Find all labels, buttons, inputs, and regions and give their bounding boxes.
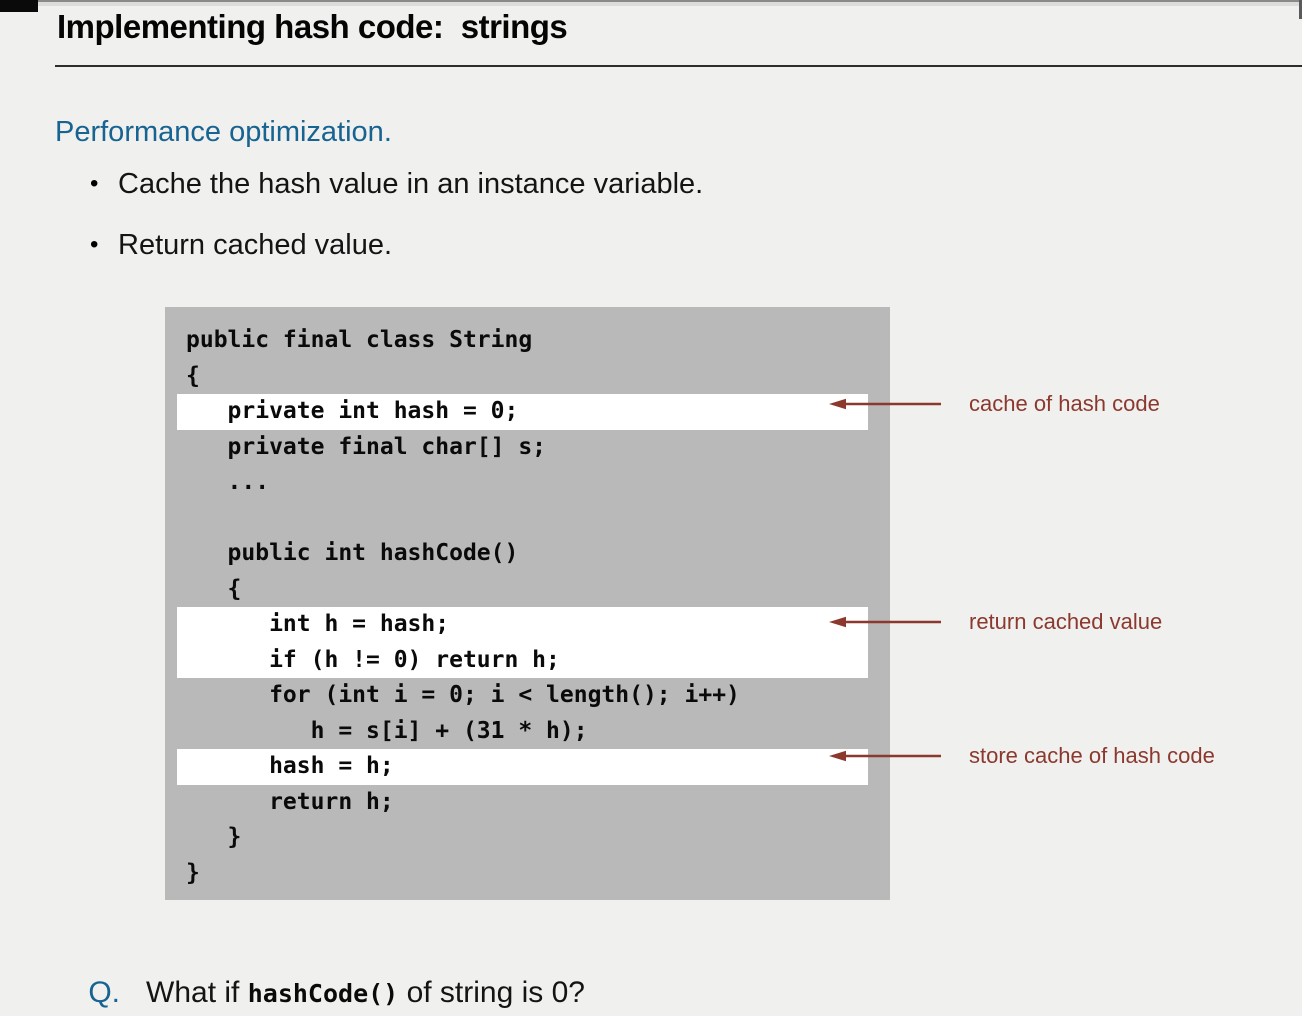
bullet-dot: • (90, 170, 99, 197)
code-line: private final char[] s; (186, 433, 547, 460)
code-lines: public final class String { private int h… (177, 323, 868, 891)
annotation: store cache of hash code (829, 738, 1215, 774)
code-line: h = s[i] + (31 * h); (186, 717, 588, 744)
window-corner-artifact (0, 0, 38, 12)
question-code-token: hashCode() (247, 979, 399, 1008)
annotation: return cached value (829, 604, 1162, 640)
annotation-label: return cached value (969, 609, 1163, 634)
code-line: for (int i = 0; i < length(); i++) (186, 682, 740, 708)
bullet-item: • Return cached value. (90, 229, 990, 262)
window-right-border-artifact (1299, 0, 1302, 19)
bullet-item: • Cache the hash value in an instance var… (90, 168, 990, 201)
code-line-highlighted: hash = h; (177, 749, 868, 785)
code-line-highlighted: if (h != 0) return h; (177, 642, 868, 678)
code-line (177, 501, 868, 537)
left-arrow-icon (829, 616, 941, 628)
page-title: Implementing hash code: strings (57, 8, 568, 45)
code-block: public final class String { private int h… (165, 307, 890, 900)
code-line: { (186, 362, 200, 389)
annotation-label: cache of hash code (969, 391, 1160, 416)
code-line: { (186, 575, 242, 602)
code-line: ... (186, 469, 270, 495)
bullet-dot: • (90, 231, 99, 258)
question-line: Q. What if hashCode() of string is 0? (55, 942, 585, 1016)
code-line: return h; (186, 788, 394, 815)
question-text-pre: What if (146, 976, 248, 1009)
title-divider (55, 65, 1302, 67)
code-line: } (186, 859, 200, 886)
question-prefix: Q. (88, 976, 121, 1009)
window-top-border-light (0, 2, 1302, 6)
code-line: public int hashCode() (186, 540, 519, 566)
code-line-highlighted: int h = hash; (177, 607, 868, 643)
bullet-text: Cache the hash value in an instance vari… (118, 168, 704, 200)
bullet-list: • Cache the hash value in an instance var… (90, 168, 990, 290)
annotation-label: store cache of hash code (969, 743, 1215, 768)
code-line-highlighted: private int hash = 0; (177, 394, 868, 430)
code-line: } (186, 824, 242, 850)
window-top-border (0, 0, 1302, 2)
bullet-text: Return cached value. (118, 229, 393, 261)
left-arrow-icon (829, 750, 941, 762)
left-arrow-icon (829, 398, 941, 410)
annotation: cache of hash code (829, 386, 1160, 422)
question-text-post: of string is 0? (398, 976, 585, 1009)
code-line: public final class String (186, 327, 533, 353)
section-heading: Performance optimization. (55, 116, 392, 148)
